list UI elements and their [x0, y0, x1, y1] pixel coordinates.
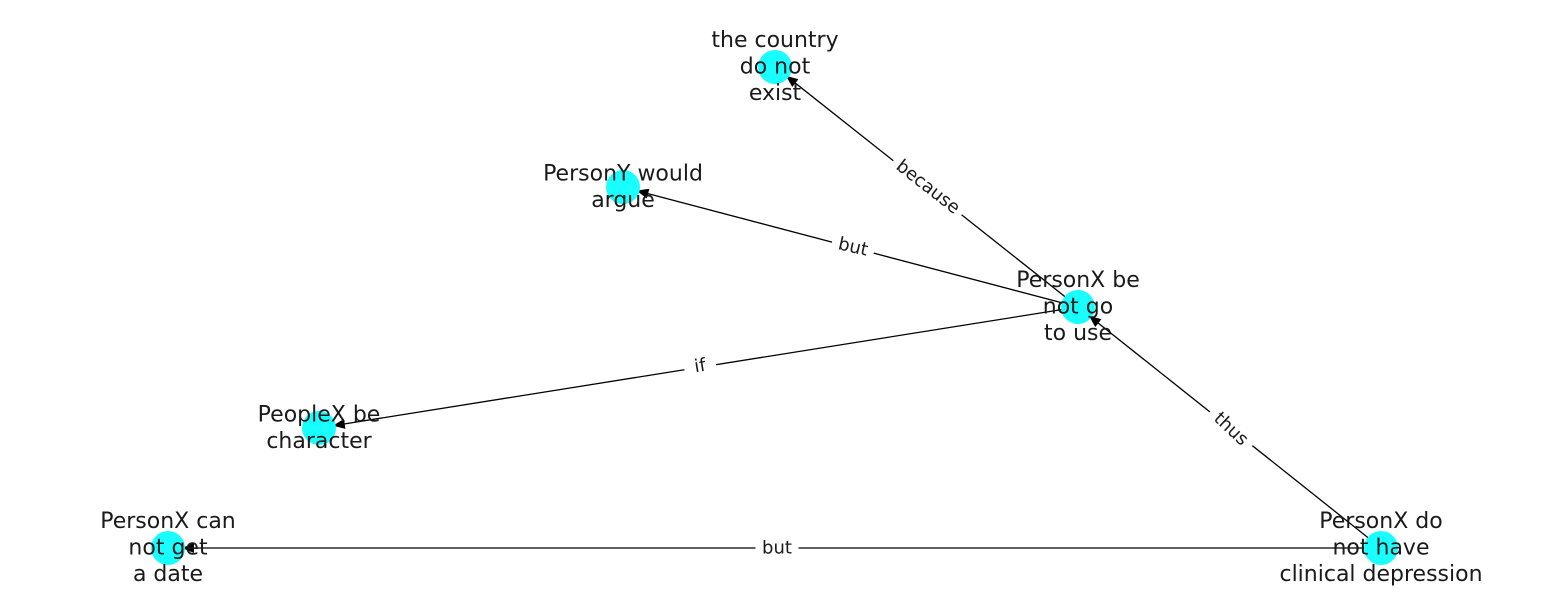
node-label-line: PeopleX be: [258, 402, 381, 427]
node-label-line: not have: [1332, 536, 1429, 561]
node-label-line: do not: [740, 55, 811, 80]
node-label-line: not go: [1043, 295, 1113, 320]
node-label-line: to use: [1044, 321, 1112, 346]
node-label-line: PersonX do: [1319, 509, 1442, 534]
edge-label-because: because: [886, 150, 970, 224]
node-label-line: a date: [133, 562, 203, 587]
node-persony: [606, 170, 640, 204]
node-country: [758, 50, 792, 84]
edge-label-text: if: [693, 355, 708, 378]
node-label-line: PersonX be: [1016, 268, 1140, 293]
edges-layer: [182, 75, 1382, 553]
node-personx-date: [151, 531, 185, 565]
edge-labels-layer: because but if thus but: [682, 150, 1259, 560]
node-label-line: exist: [749, 81, 802, 106]
edge-label-background: [886, 150, 970, 224]
node-label-line: PersonY would: [543, 161, 703, 186]
edge-label-background: [829, 230, 877, 264]
node-label-line: character: [266, 429, 372, 454]
node-label-line: clinical depression: [1279, 562, 1482, 587]
edge-label-background: [1203, 401, 1259, 457]
edge-label-thus: thus: [1203, 401, 1259, 457]
edge-label-but-date: but: [755, 536, 799, 560]
node-label-line: argue: [591, 188, 655, 213]
node-label-line: PersonX can: [100, 509, 236, 534]
node-label-line: the country: [711, 28, 838, 53]
edge-label-but-argue: but: [829, 230, 877, 264]
edge-label-text: because: [892, 156, 964, 219]
node-peoplex: [302, 411, 336, 445]
edge-label-if: if: [682, 351, 718, 381]
edge-label-text: but: [762, 538, 792, 559]
node-label-line: not get: [128, 536, 208, 561]
node-personx-go: [1061, 290, 1095, 324]
node-personx-depression: [1364, 531, 1398, 565]
edge-label-background: [682, 351, 718, 381]
nodes-layer: [151, 50, 1398, 565]
edge-label-background: [755, 536, 799, 560]
